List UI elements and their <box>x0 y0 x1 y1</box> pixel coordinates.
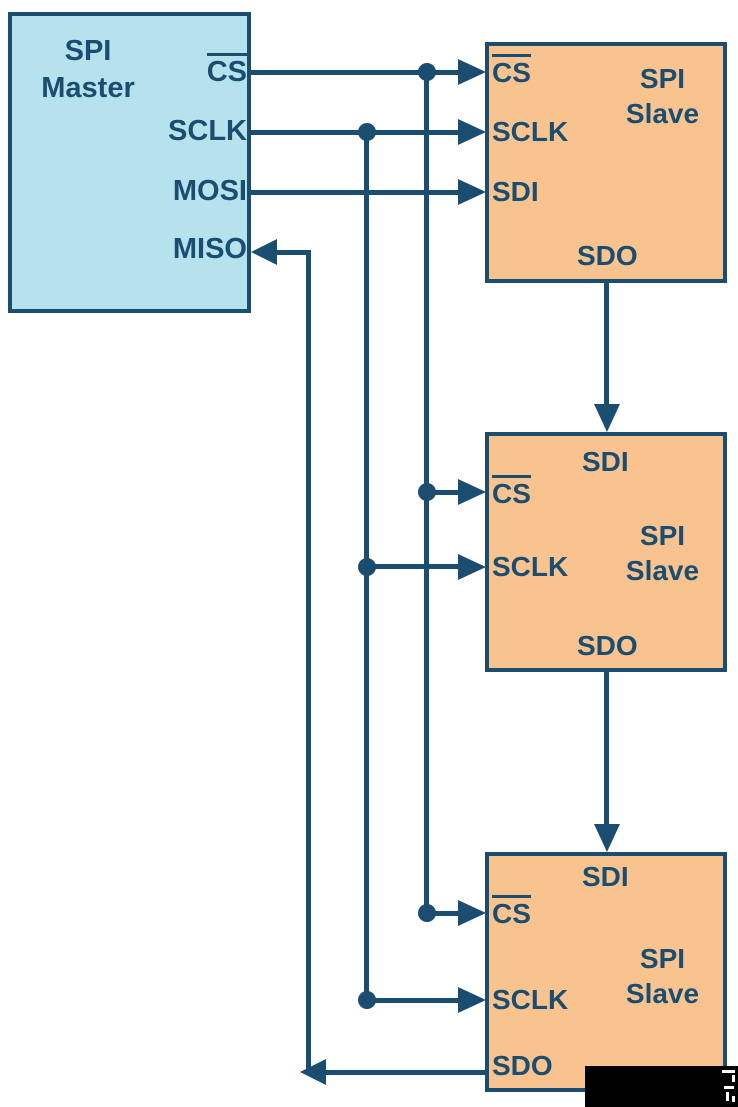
slave1-pin-sdo: SDO <box>577 240 638 271</box>
slave1-pin-cs: CS <box>492 54 531 87</box>
watermark-black-box <box>585 1066 738 1107</box>
arrow-sdi-slave1-icon <box>458 179 486 205</box>
slave3-pin-cs: CS <box>492 895 531 928</box>
wire-sdo3-return <box>322 1070 486 1075</box>
wire-cs-branch-slave3 <box>427 911 462 916</box>
spi-slave-1-box <box>485 42 727 283</box>
slave1-title-line2: Slave <box>625 98 700 129</box>
slave2-title-line1: SPI <box>639 520 686 551</box>
master-pin-cs: CS <box>157 53 247 87</box>
junction-dot-sclk-slave2 <box>358 558 376 576</box>
spi-master-title: SPI Master <box>8 33 168 107</box>
slave1-pin-sclk: SCLK <box>492 116 569 147</box>
arrow-sdo3-return-icon <box>300 1059 326 1085</box>
arrow-sclk-slave1-icon <box>458 119 486 145</box>
slave2-title-line2: Slave <box>625 555 700 586</box>
watermark-glyph-fragment <box>722 1070 735 1073</box>
arrow-sclk-slave2-icon <box>458 554 486 580</box>
slave3-pin-sdi: SDI <box>582 861 629 892</box>
slave3-title-line2: Slave <box>625 978 700 1009</box>
junction-dot-cs-slave1 <box>418 63 436 81</box>
wire-miso-master <box>277 250 308 255</box>
wire-sdo2-to-sdi3 <box>604 670 609 826</box>
slave1-title: SPI Slave <box>600 61 725 131</box>
slave1-pin-sdi: SDI <box>492 176 539 207</box>
junction-dot-sclk-slave1 <box>358 123 376 141</box>
wire-sdo1-to-sdi2 <box>604 281 609 406</box>
slave2-pin-cs: CS <box>492 475 531 508</box>
slave2-pin-sdi: SDI <box>582 446 629 477</box>
slave2-pin-sclk: SCLK <box>492 551 569 582</box>
wire-miso-riser <box>306 250 311 1074</box>
slave3-pin-sclk: SCLK <box>492 984 569 1015</box>
arrow-cs-slave2-icon <box>458 479 486 505</box>
spi-slave-3-box <box>485 852 727 1092</box>
junction-dot-cs-slave3 <box>418 904 436 922</box>
watermark-glyph-fragment <box>732 1096 735 1102</box>
wire-sclk-master <box>251 130 462 135</box>
spi-master-title-line2: Master <box>41 72 135 104</box>
slave3-title: SPI Slave <box>600 941 725 1011</box>
master-pin-sclk: SCLK <box>168 115 247 147</box>
spi-master-title-line1: SPI <box>64 35 112 67</box>
arrow-miso-master-icon <box>251 239 277 265</box>
wire-cs-master <box>251 70 462 75</box>
watermark-glyph-fragment <box>724 1086 734 1089</box>
wire-cs-branch-slave2 <box>427 490 462 495</box>
arrow-sdi-slave3-icon <box>594 824 620 852</box>
wire-mosi-master <box>251 190 462 195</box>
master-pin-mosi: MOSI <box>172 175 247 207</box>
wire-sclk-branch-slave3 <box>367 998 462 1003</box>
arrow-cs-slave1-icon <box>458 59 486 85</box>
arrow-sclk-slave3-icon <box>458 987 486 1013</box>
watermark-glyph-fragment <box>732 1075 735 1082</box>
junction-dot-sclk-slave3 <box>358 991 376 1009</box>
slave2-title: SPI Slave <box>600 518 725 588</box>
arrow-cs-slave3-icon <box>458 900 486 926</box>
junction-dot-cs-slave2 <box>418 483 436 501</box>
spi-master-box <box>8 12 251 313</box>
master-pin-miso: MISO <box>172 233 247 265</box>
slave2-pin-sdo: SDO <box>577 630 638 661</box>
wire-sclk-branch-slave2 <box>367 564 462 569</box>
arrow-sdi-slave2-icon <box>594 404 620 432</box>
slave1-title-line1: SPI <box>639 63 686 94</box>
slave3-title-line1: SPI <box>639 943 686 974</box>
watermark-glyph-fragment <box>726 1092 729 1101</box>
slave3-pin-sdo: SDO <box>492 1050 553 1081</box>
